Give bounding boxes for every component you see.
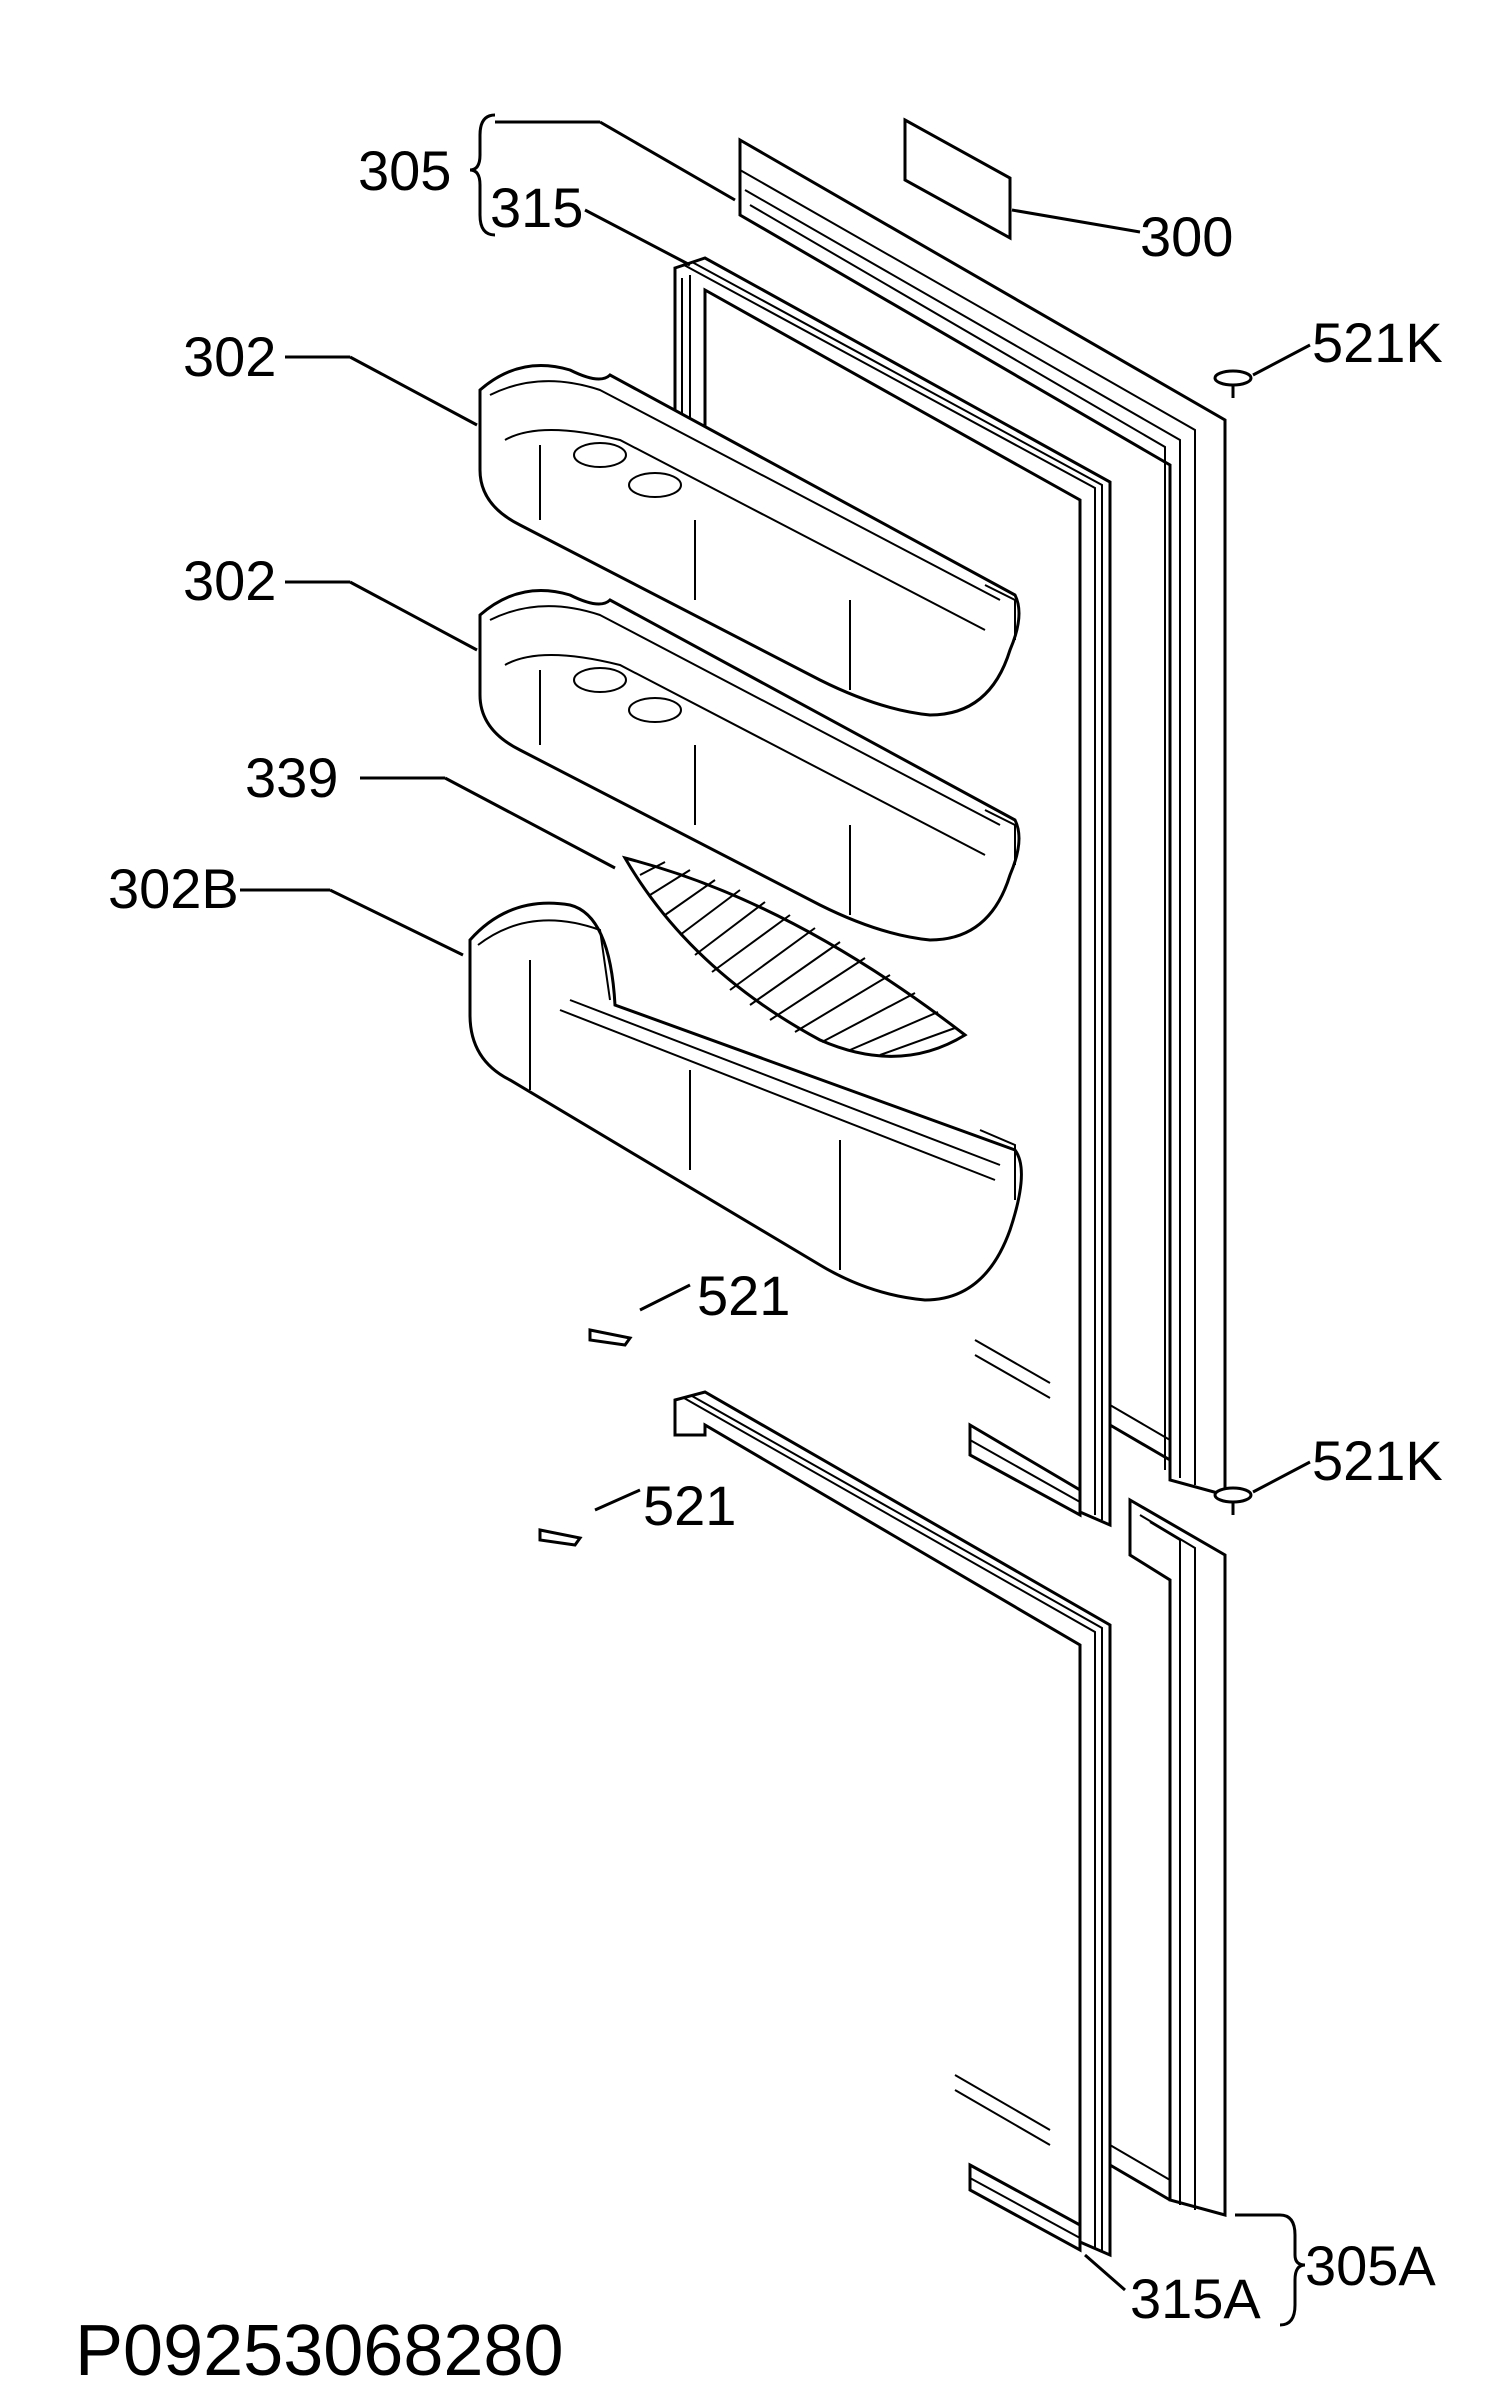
label-305a: 305A	[1305, 2234, 1436, 2297]
label-521k-mid: 521K	[1312, 1429, 1443, 1492]
label-302-middle: 302	[183, 549, 276, 612]
drawing-code: P09253068280	[75, 2311, 564, 2391]
label-302-top: 302	[183, 325, 276, 388]
label-305: 305	[358, 139, 451, 202]
hinge-pin-top	[1213, 343, 1311, 398]
hinge-pin-mid	[1213, 1460, 1311, 1515]
label-521k-top: 521K	[1312, 311, 1443, 374]
bottle-shelf	[468, 901, 1023, 1302]
label-302b: 302B	[108, 857, 239, 920]
leaders	[240, 113, 1306, 2327]
upper-gasket	[673, 256, 1112, 1528]
label-315: 315	[490, 176, 583, 239]
screw-lower	[538, 1488, 641, 1547]
door-shelf-top	[478, 364, 1021, 717]
upper-door	[738, 137, 1227, 1497]
lower-gasket	[673, 1390, 1112, 2258]
rating-plate	[903, 117, 1141, 241]
egg-tray	[621, 855, 968, 1058]
label-339: 339	[245, 746, 338, 809]
door-shelf-middle	[478, 589, 1021, 942]
screw-upper	[588, 1283, 691, 1347]
label-521-upper: 521	[697, 1264, 790, 1327]
label-315a: 315A	[1130, 2267, 1261, 2330]
lower-door	[1109, 1497, 1227, 2217]
label-300: 300	[1140, 205, 1233, 268]
label-521-lower: 521	[643, 1474, 736, 1537]
